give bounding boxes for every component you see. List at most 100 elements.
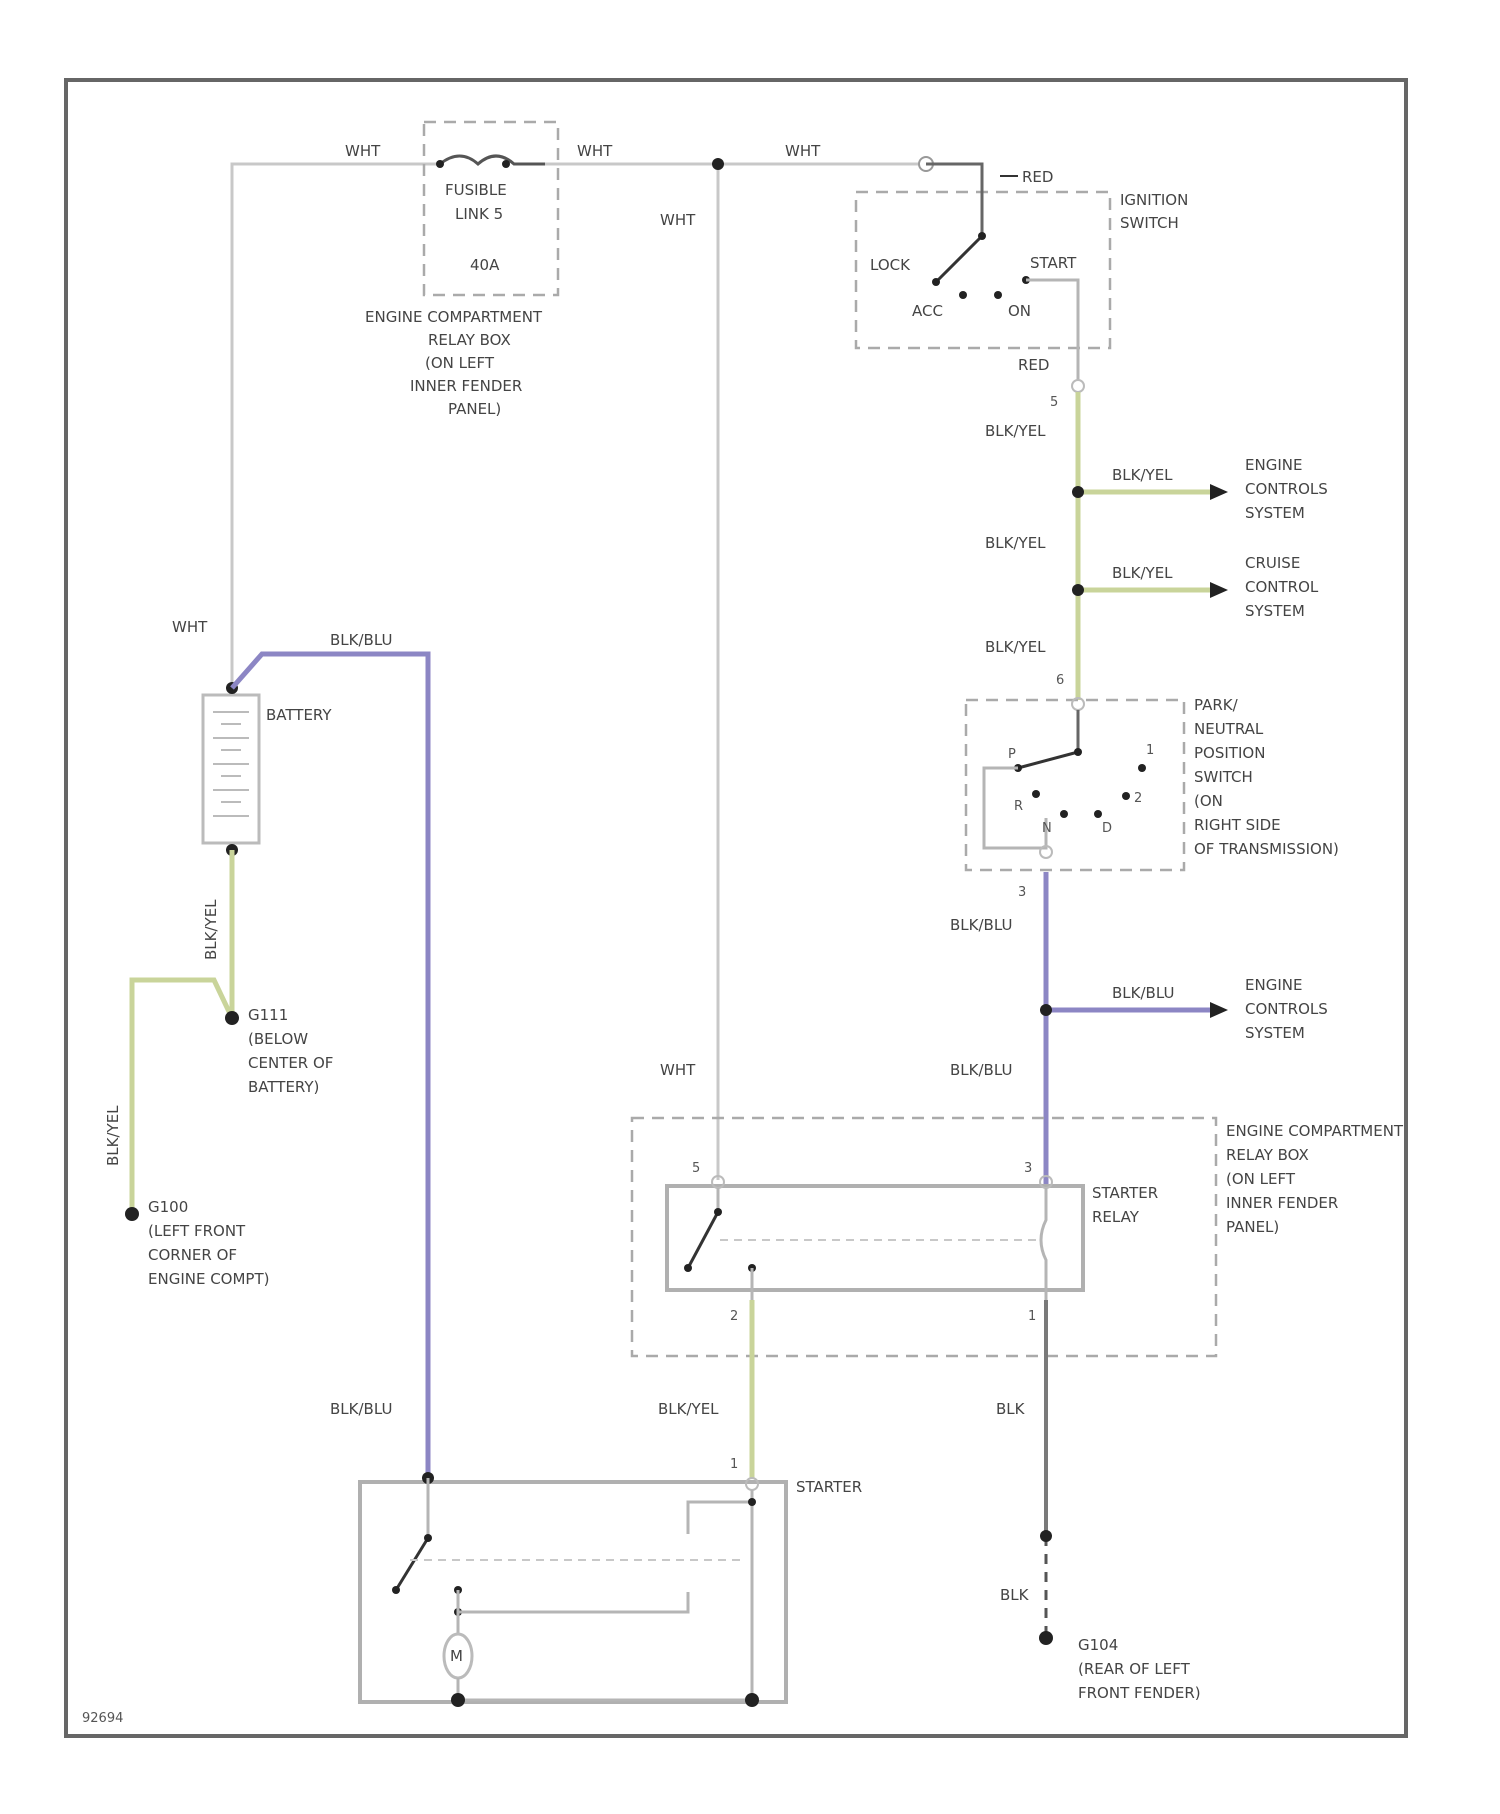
- svg-text:(ON LEFT: (ON LEFT: [1226, 1170, 1296, 1188]
- pin-number: 5: [1050, 395, 1058, 410]
- svg-text:FRONT FENDER): FRONT FENDER): [1078, 1684, 1201, 1702]
- svg-text:RIGHT SIDE: RIGHT SIDE: [1194, 816, 1281, 834]
- fusible-link-number: LINK 5: [455, 205, 503, 223]
- wire-label-wht: WHT: [660, 1061, 696, 1079]
- battery: [203, 682, 259, 856]
- svg-text:RELAY BOX: RELAY BOX: [1226, 1146, 1309, 1164]
- ground-g111-label: G111 (BELOW CENTER OF BATTERY): [248, 1006, 333, 1096]
- splice-dot: [1072, 584, 1084, 596]
- relay-box-bottom-label: ENGINE COMPARTMENT RELAY BOX (ON LEFT IN…: [1226, 1122, 1404, 1236]
- svg-text:ENGINE COMPARTMENT: ENGINE COMPARTMENT: [365, 308, 543, 326]
- fusible-link-rating: 40A: [470, 256, 500, 274]
- svg-text:INNER FENDER: INNER FENDER: [410, 377, 522, 395]
- svg-text:SYSTEM: SYSTEM: [1245, 1024, 1305, 1042]
- fuse-symbol-icon: [440, 156, 545, 164]
- svg-text:OF TRANSMISSION): OF TRANSMISSION): [1194, 840, 1339, 858]
- pnp-pos-d: D: [1102, 821, 1112, 836]
- ground-g111-dot: [225, 1011, 239, 1025]
- svg-text:SYSTEM: SYSTEM: [1245, 504, 1305, 522]
- svg-text:BATTERY): BATTERY): [248, 1078, 319, 1096]
- motor-symbol-m: M: [450, 1647, 463, 1665]
- park-neutral-position-switch: [966, 698, 1184, 870]
- wire-label-blkyel: BLK/YEL: [1112, 564, 1173, 582]
- svg-text:PARK/: PARK/: [1194, 696, 1239, 714]
- fuse-terminal: [502, 160, 510, 168]
- cruise-control-label: CRUISE CONTROL SYSTEM: [1245, 554, 1319, 620]
- starter-relay-label: RELAY: [1092, 1208, 1140, 1226]
- wire-label-red: RED: [1022, 168, 1053, 186]
- svg-text:G100: G100: [148, 1198, 188, 1216]
- svg-text:ENGINE COMPT): ENGINE COMPT): [148, 1270, 270, 1288]
- pin-number: 5: [692, 1161, 700, 1176]
- wire-label-blk: BLK: [996, 1400, 1026, 1418]
- svg-text:(ON LEFT: (ON LEFT: [425, 354, 495, 372]
- wire-label-blkyel: BLK/YEL: [658, 1400, 719, 1418]
- svg-text:ENGINE: ENGINE: [1245, 976, 1302, 994]
- pin-number: 1: [730, 1457, 738, 1472]
- wire-label-wht: WHT: [577, 142, 613, 160]
- relay-box-top-label: ENGINE COMPARTMENT RELAY BOX (ON LEFT IN…: [365, 308, 543, 418]
- figure-id: 92694: [82, 1711, 123, 1726]
- connector-pin: [1072, 380, 1084, 392]
- wire-label-blk: BLK: [1000, 1586, 1030, 1604]
- svg-text:RELAY BOX: RELAY BOX: [428, 331, 511, 349]
- engine-controls-label-2: ENGINE CONTROLS SYSTEM: [1245, 976, 1328, 1042]
- starter-label: STARTER: [796, 1478, 862, 1496]
- fusible-link-label: FUSIBLE: [445, 181, 507, 199]
- splice-dot: [1072, 486, 1084, 498]
- starter-relay-label: STARTER: [1092, 1184, 1158, 1202]
- svg-text:(REAR OF LEFT: (REAR OF LEFT: [1078, 1660, 1191, 1678]
- svg-text:(LEFT FRONT: (LEFT FRONT: [148, 1222, 246, 1240]
- diagram-border: [66, 80, 1406, 1736]
- svg-text:CENTER OF: CENTER OF: [248, 1054, 333, 1072]
- wire-label-blkyel: BLK/YEL: [985, 638, 1046, 656]
- ign-pos-start: START: [1030, 254, 1077, 272]
- svg-text:NEUTRAL: NEUTRAL: [1194, 720, 1264, 738]
- connector-dot: [1040, 1530, 1052, 1542]
- splice-dot: [712, 158, 724, 170]
- wire-label-red: RED: [1018, 356, 1049, 374]
- svg-text:G104: G104: [1078, 1636, 1118, 1654]
- wire-label-wht: WHT: [345, 142, 381, 160]
- pnp-pos-n: N: [1042, 821, 1052, 836]
- starter-relay: [667, 1176, 1083, 1300]
- svg-text:SYSTEM: SYSTEM: [1245, 602, 1305, 620]
- blk-yel-ground-wire: [132, 980, 232, 1210]
- pin-number: 6: [1056, 673, 1064, 688]
- wire-label-blkblu: BLK/BLU: [950, 1061, 1012, 1079]
- ground-g100-label: G100 (LEFT FRONT CORNER OF ENGINE COMPT): [148, 1198, 270, 1288]
- pin-number: 1: [1028, 1309, 1036, 1324]
- wire-label-blkblu: BLK/BLU: [1112, 984, 1174, 1002]
- ign-pos-lock: LOCK: [870, 256, 911, 274]
- svg-text:PANEL): PANEL): [1226, 1218, 1279, 1236]
- relay-box-bottom: [632, 1118, 1216, 1356]
- arrow-right-icon: [1210, 582, 1228, 598]
- svg-text:PANEL): PANEL): [448, 400, 501, 418]
- ground-g104-dot: [1039, 1631, 1053, 1645]
- splice-dot: [1040, 1004, 1052, 1016]
- starter-motor: [360, 1472, 786, 1707]
- wire-label-blkblu: BLK/BLU: [330, 1400, 392, 1418]
- ignition-switch-label: IGNITION: [1120, 191, 1188, 209]
- battery-label: BATTERY: [266, 706, 332, 724]
- ground-g104-label: G104 (REAR OF LEFT FRONT FENDER): [1078, 1636, 1201, 1702]
- pnp-pos-2: 2: [1134, 791, 1142, 806]
- svg-text:CONTROL: CONTROL: [1245, 578, 1319, 596]
- pin-number: 2: [730, 1309, 738, 1324]
- wire-label-wht: WHT: [660, 211, 696, 229]
- pnp-switch-label: PARK/ NEUTRAL POSITION SWITCH (ON RIGHT …: [1194, 696, 1339, 858]
- fuse-terminal: [436, 160, 444, 168]
- ign-pos-acc: ACC: [912, 302, 943, 320]
- svg-text:INNER FENDER: INNER FENDER: [1226, 1194, 1338, 1212]
- svg-text:G111: G111: [248, 1006, 288, 1024]
- svg-text:CONTROLS: CONTROLS: [1245, 1000, 1328, 1018]
- wire-label-blkyel: BLK/YEL: [1112, 466, 1173, 484]
- pin-number: 3: [1024, 1161, 1032, 1176]
- svg-text:SWITCH: SWITCH: [1194, 768, 1253, 786]
- wire-label-blkblu: BLK/BLU: [950, 916, 1012, 934]
- svg-text:CRUISE: CRUISE: [1245, 554, 1300, 572]
- svg-text:ENGINE: ENGINE: [1245, 456, 1302, 474]
- ignition-switch-label: SWITCH: [1120, 214, 1179, 232]
- svg-text:ENGINE COMPARTMENT: ENGINE COMPARTMENT: [1226, 1122, 1404, 1140]
